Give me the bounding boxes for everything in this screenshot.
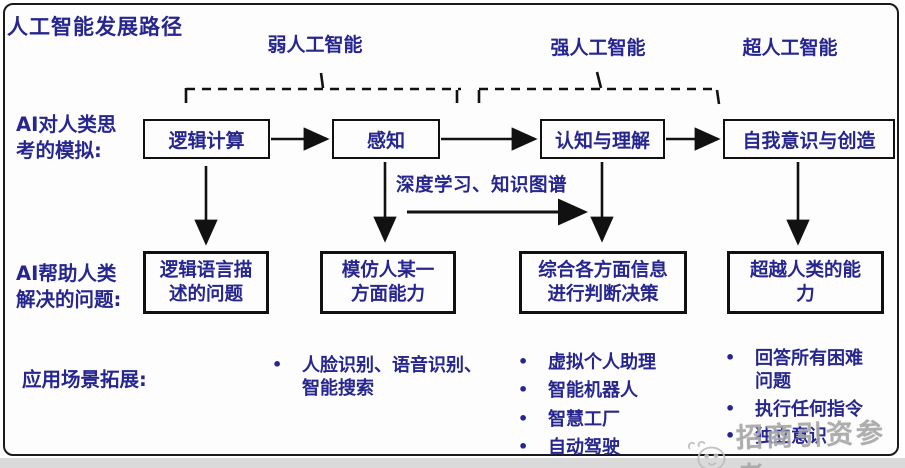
list-item: • 智能机器人 [518, 380, 638, 402]
row-label-simulation: AI对人类思 考的模拟: [16, 113, 117, 162]
slide-frame [3, 3, 899, 456]
watermark-logo-icon [688, 440, 726, 468]
row-label-problems: AI帮助人类 解决的问题: [16, 262, 122, 311]
node-cognition-understanding: 认知与理解 [540, 119, 665, 159]
node-perception: 感知 [332, 119, 440, 159]
stage-label-strong-ai: 强人工智能 [550, 37, 646, 59]
list-item: • 独立意识 [725, 426, 827, 448]
node-self-awareness-creation: 自我意识与创造 [723, 119, 895, 159]
bullet-icon: • [725, 348, 736, 367]
stage-label-weak-ai: 弱人工智能 [267, 34, 363, 56]
bullet-icon: • [518, 437, 529, 457]
bullet-icon: • [272, 355, 283, 374]
node-integrated-decision: 综合各方面信息 进行判断决策 [519, 251, 687, 314]
list-item: • 智慧工厂 [518, 408, 620, 430]
applications-strong-list: • 虚拟个人助理 • 智能机器人 • 智慧工厂 • 自动驾驶 [518, 351, 718, 465]
deep-learning-annotation: 深度学习、知识图谱 [396, 175, 568, 196]
stage-label-super-ai: 超人工智能 [742, 37, 838, 59]
bottom-strip [0, 458, 905, 468]
list-item: • 执行任何指令 [725, 398, 863, 420]
bullet-icon: • [725, 426, 736, 446]
node-logic-language-problems: 逻辑语言描 述的问题 [143, 251, 269, 314]
list-item: • 自动驾驶 [518, 437, 620, 459]
node-imitate-one-ability: 模仿人某一 方面能力 [320, 251, 456, 314]
node-beyond-human-ability: 超越人类的能 力 [727, 251, 884, 314]
list-item: • 虚拟个人助理 [518, 352, 656, 373]
node-logic-computation: 逻辑计算 [143, 119, 270, 159]
applications-weak-list: • 人脸识别、语音识别、 智能搜索 [272, 354, 482, 408]
list-item: • 回答所有困难 问题 [725, 348, 863, 393]
bullet-icon: • [518, 352, 529, 371]
bullet-icon: • [725, 398, 736, 418]
watermark: 招商引资参考 [685, 410, 905, 468]
applications-super-list: • 回答所有困难 问题 • 执行任何指令 • 独立意识 [725, 347, 903, 453]
page-title: 人工智能发展路径 [7, 15, 183, 39]
bullet-icon: • [518, 380, 529, 400]
list-item: • 人脸识别、语音识别、 智能搜索 [272, 355, 482, 400]
bullet-icon: • [518, 408, 529, 428]
watermark-text: 招商引资参考 [735, 417, 887, 468]
row-label-applications: 应用场景拓展: [22, 368, 147, 391]
